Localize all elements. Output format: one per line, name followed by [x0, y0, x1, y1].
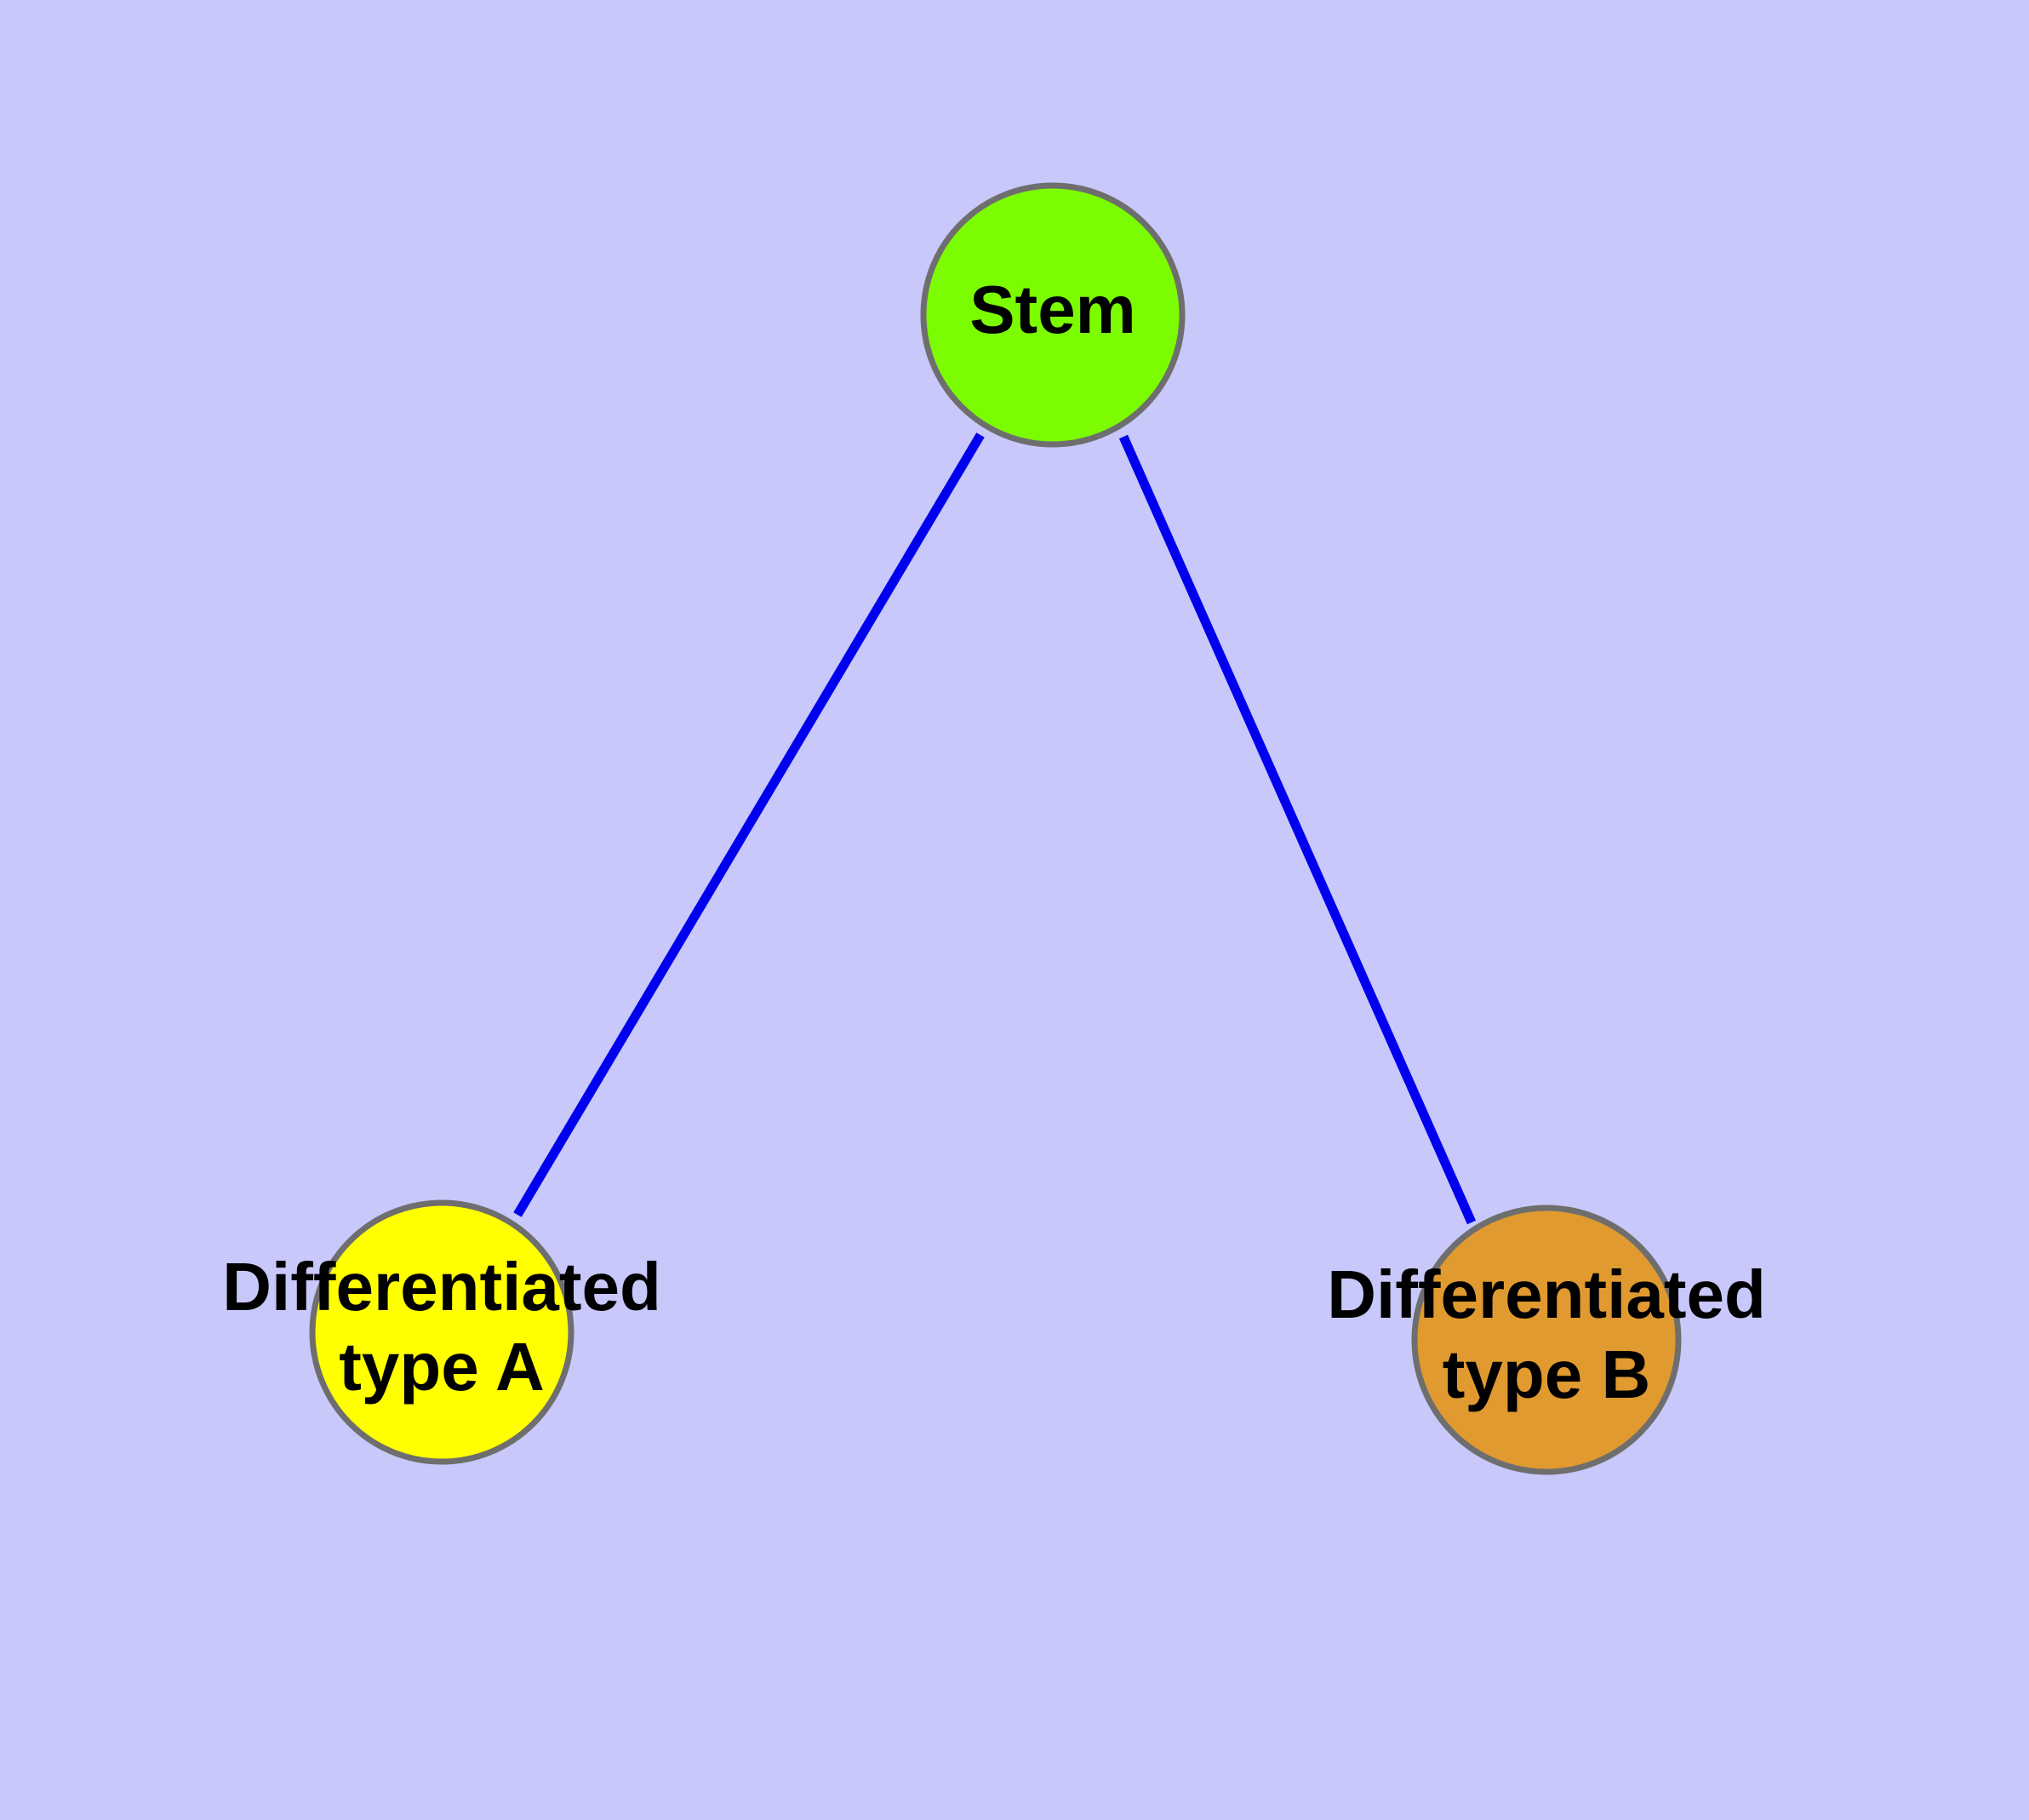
node-differentiated-type-a-circle[interactable]: [309, 1199, 574, 1465]
node-differentiated-type-b-circle[interactable]: [1411, 1205, 1682, 1475]
edge-stem-to-differentiated-type-a[interactable]: [513, 432, 985, 1217]
edge-stem-to-differentiated-type-b[interactable]: [1118, 434, 1477, 1225]
node-stem-label: Stem: [969, 272, 1136, 347]
node-layer: [309, 182, 1682, 1475]
edge-layer: [513, 432, 1477, 1225]
node-stem-circle[interactable]: [920, 182, 1186, 448]
